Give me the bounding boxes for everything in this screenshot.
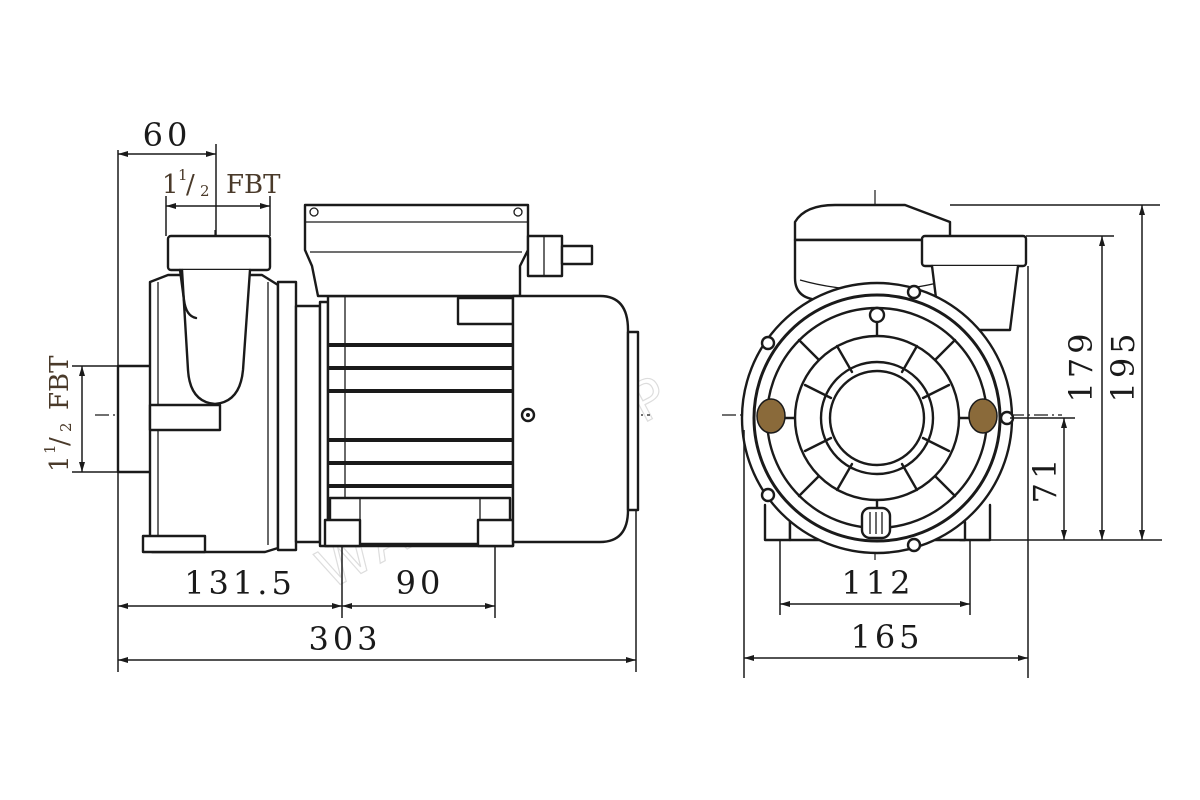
top-port-slash: / [186, 170, 195, 200]
dim-195: 195 [950, 204, 1160, 540]
side-view: 60 1 1 / 2 FBT 1 1 / 2 FBT [41, 116, 650, 672]
motor-end-cap [511, 294, 640, 544]
dim-60-label: 60 [143, 116, 192, 154]
right-drain-knob [968, 398, 998, 434]
side-port-num: 1 [41, 444, 59, 454]
side-port-whole: 1 [45, 455, 75, 472]
side-port-label: 1 1 / 2 FBT [41, 355, 118, 473]
dim-165: 165 [743, 266, 1029, 678]
top-port-num: 1 [178, 166, 188, 184]
dim-179-label: 179 [1062, 329, 1100, 402]
dim-303: 303 [118, 510, 637, 672]
motor-body [323, 294, 515, 548]
dim-90-label: 90 [396, 564, 445, 602]
dim-71-label: 71 [1026, 455, 1064, 504]
side-inlet-port [116, 364, 154, 474]
dim-60: 60 [117, 116, 217, 366]
dim-112: 112 [779, 540, 971, 615]
top-port-label: 1 1 / 2 FBT [162, 166, 281, 236]
side-port-slash: / [45, 437, 75, 446]
side-port-den: 2 [57, 422, 75, 432]
dim-165-label: 165 [850, 618, 923, 656]
top-port-den: 2 [200, 182, 210, 200]
dim-112-label: 112 [841, 564, 914, 602]
front-volute [740, 281, 1014, 555]
left-drain-knob [756, 398, 786, 434]
dim-71: 71 [990, 417, 1162, 541]
top-port-type: FBT [226, 170, 281, 200]
front-knobs [756, 398, 998, 540]
top-port-whole: 1 [162, 170, 179, 200]
junction-box [303, 203, 594, 298]
dim-131-5-label: 131.5 [184, 564, 296, 602]
front-junction-box [793, 203, 952, 302]
front-view: 112 165 71 179 195 [722, 190, 1162, 678]
top-outlet-port [166, 234, 272, 406]
dim-131-5: 131.5 [117, 472, 343, 672]
dim-303-label: 303 [308, 620, 381, 658]
side-port-type: FBT [45, 355, 75, 410]
dim-179: 179 [1026, 235, 1114, 540]
dim-195-label: 195 [1104, 329, 1142, 402]
motor-flange [276, 280, 330, 552]
front-bolts [760, 284, 1015, 553]
dim-90: 90 [342, 546, 496, 618]
